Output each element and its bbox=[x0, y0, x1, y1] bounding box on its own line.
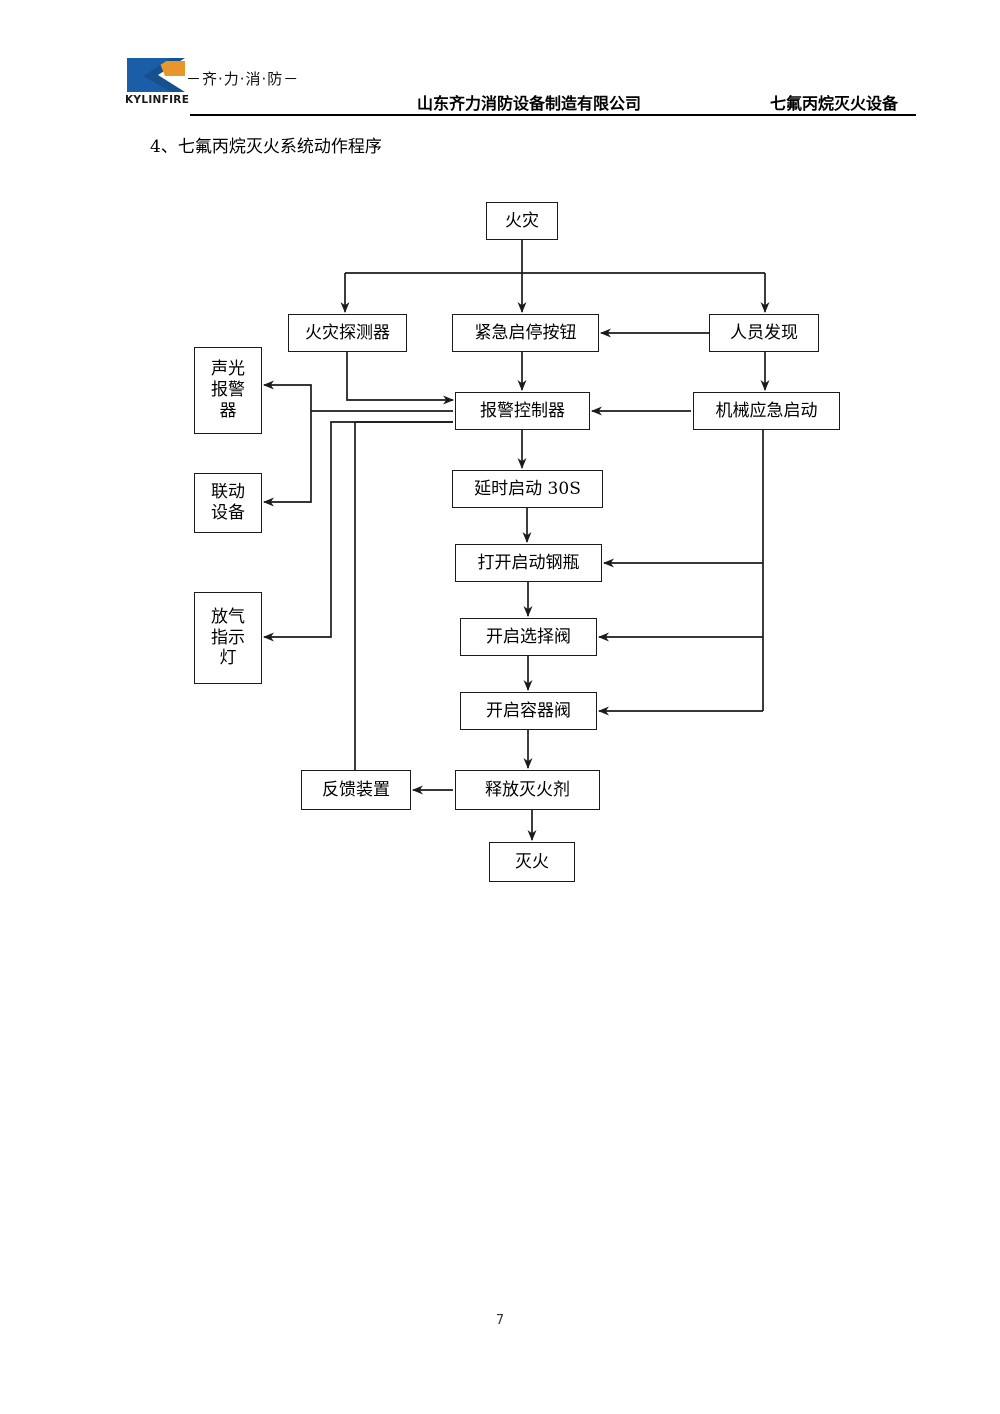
flow-node-release: 释放灭火剂 bbox=[455, 770, 600, 810]
edge-controller-to-sounder bbox=[263, 380, 312, 411]
kylinfire-logo-mark: KYLINFIRE bbox=[125, 56, 193, 106]
edge-controller-to-linkage bbox=[263, 411, 312, 507]
flow-node-release_ind: 放气 指示 灯 bbox=[194, 592, 262, 684]
flow-node-extinguish: 灭火 bbox=[489, 842, 575, 882]
flow-node-open_start: 打开启动钢瓶 bbox=[455, 544, 602, 582]
logo-slogan: －齐·力·消·防－ bbox=[186, 70, 300, 88]
flow-node-linkage: 联动 设备 bbox=[194, 473, 262, 533]
section-title: 4、七氟丙烷灭火系统动作程序 bbox=[150, 137, 382, 157]
flow-node-detector: 火灾探测器 bbox=[288, 314, 407, 352]
flow-node-fire: 火灾 bbox=[486, 202, 558, 240]
flow-node-controller: 报警控制器 bbox=[455, 392, 590, 430]
flow-node-sel_valve: 开启选择阀 bbox=[460, 618, 597, 656]
page-number: 7 bbox=[495, 1313, 505, 1328]
flow-node-person: 人员发现 bbox=[709, 314, 819, 352]
edge-detector-to-controller bbox=[346, 352, 454, 405]
flow-node-estop: 紧急启停按钮 bbox=[452, 314, 599, 352]
header-company-name: 山东齐力消防设备制造有限公司 bbox=[417, 94, 642, 113]
flow-node-mech: 机械应急启动 bbox=[693, 392, 840, 430]
flow-node-delay: 延时启动 30S bbox=[452, 470, 603, 508]
company-logo: KYLINFIRE bbox=[125, 56, 195, 108]
flow-node-sounder: 声光 报警 器 bbox=[194, 347, 262, 434]
logo-wordmark: KYLINFIRE bbox=[125, 94, 190, 106]
flow-node-cont_valve: 开启容器阀 bbox=[460, 692, 597, 730]
header-divider bbox=[190, 114, 916, 116]
header-product-name: 七氟丙烷灭火设备 bbox=[770, 94, 899, 113]
logo-k-icon bbox=[127, 58, 185, 92]
flow-node-feedback: 反馈装置 bbox=[301, 770, 411, 810]
edge-controller-to-release-indicator bbox=[263, 421, 453, 642]
